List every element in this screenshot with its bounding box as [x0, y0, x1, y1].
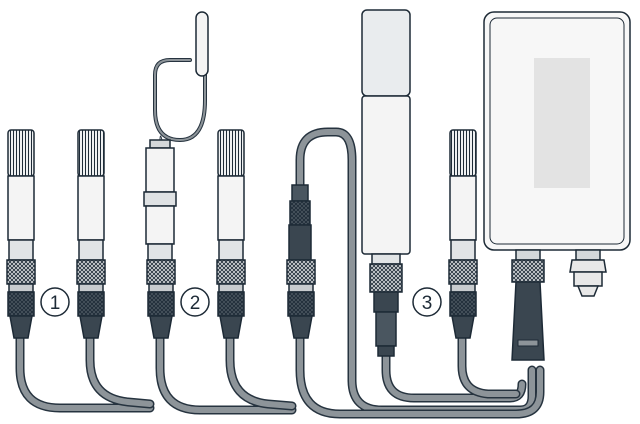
tall-sensor-probe — [361, 9, 411, 357]
badge-1-label: 1 — [50, 293, 61, 314]
temperature-probe-tip — [195, 11, 209, 77]
badge-3: 3 — [412, 287, 442, 317]
badge-2: 2 — [180, 287, 210, 317]
humidity-probe-2 — [76, 129, 106, 339]
cable-group — [15, 58, 545, 419]
humidity-probe-6 — [448, 129, 478, 339]
probe-1-nut — [6, 259, 36, 285]
cable-2b — [225, 333, 297, 411]
humidity-probe-1 — [6, 129, 36, 339]
inline-cable-connector — [286, 184, 316, 339]
cable-1b — [85, 333, 155, 409]
temperature-probe — [143, 11, 209, 339]
badge-1: 1 — [40, 287, 70, 317]
cable-1a — [15, 333, 155, 413]
probe-1-filter — [7, 129, 35, 177]
transmitter-enclosure — [483, 11, 631, 361]
cable-3a — [295, 333, 545, 419]
humidity-probe-4 — [216, 129, 246, 339]
badge-3-label: 3 — [422, 293, 433, 314]
display-panel — [534, 58, 590, 188]
badge-2-label: 2 — [190, 293, 201, 314]
